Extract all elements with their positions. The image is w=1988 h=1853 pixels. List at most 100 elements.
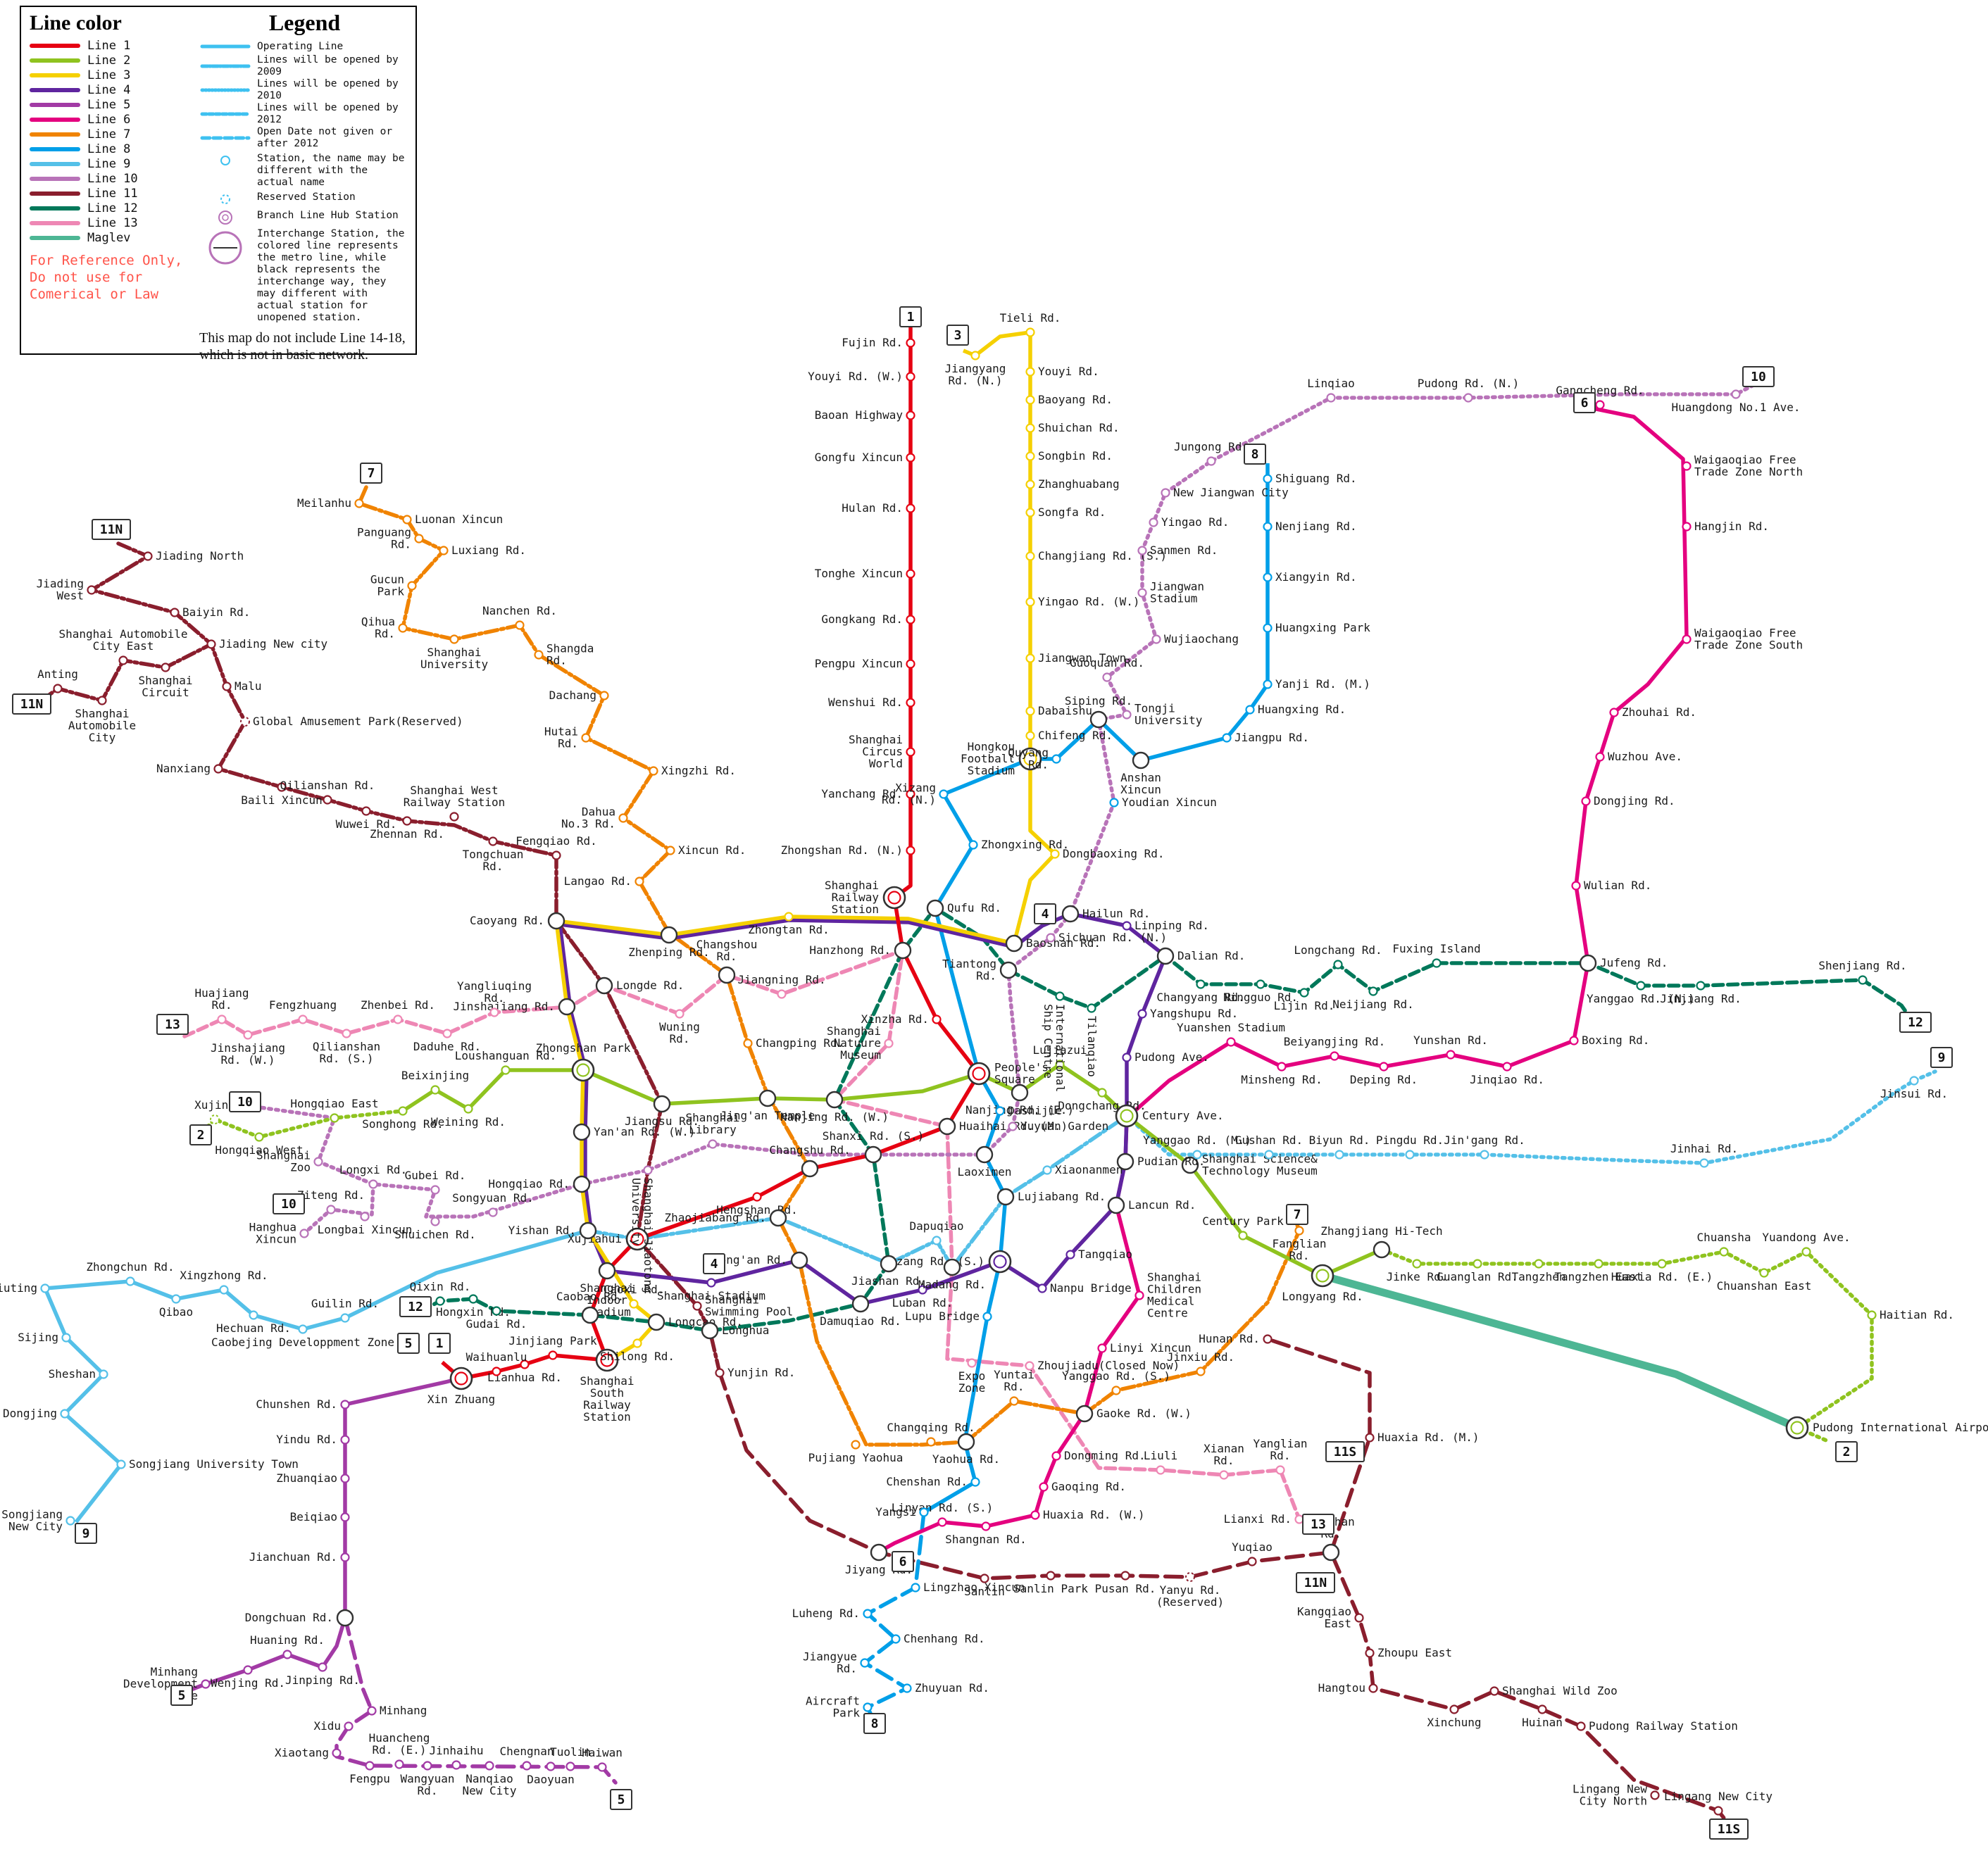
station[interactable]: Luonan Xincun (402, 513, 504, 526)
station[interactable]: Biyun Rd. (1309, 1133, 1370, 1160)
station[interactable]: Jungong Rd. (1174, 440, 1249, 466)
station[interactable]: Changqing Rd. (887, 1421, 975, 1447)
station[interactable]: Xiaotang (275, 1746, 342, 1759)
station[interactable]: Baiyin Rd. (170, 605, 251, 619)
station[interactable]: Jinhai Rd. (1670, 1142, 1738, 1168)
station[interactable]: Fuxing Island (1392, 942, 1481, 968)
station[interactable]: Jiashan Rd. (851, 1255, 926, 1288)
station[interactable]: Huinan (1522, 1704, 1563, 1730)
station[interactable]: Hongxin Rd. (436, 1294, 511, 1319)
station[interactable]: Changshu Rd. (769, 1143, 851, 1178)
station[interactable]: Nenjiang Rd. (1263, 520, 1357, 533)
station[interactable]: Gangcheng Rd. (1556, 384, 1644, 410)
station[interactable]: Jiangning Rd. (737, 973, 826, 999)
station[interactable]: Jianchuan Rd. (249, 1550, 350, 1564)
station[interactable]: Caobao Rd. (556, 1290, 624, 1324)
station[interactable]: Pudong International Airport (1785, 1416, 1988, 1440)
station[interactable]: Yanggao Rd. (S.) (1062, 1369, 1170, 1395)
station[interactable]: Xiangyin Rd. (1263, 570, 1357, 584)
station[interactable]: Hongqiao West (215, 1132, 304, 1157)
station[interactable]: Jiangpu Rd. (1222, 731, 1309, 744)
station[interactable]: Nanjing Rd. (W.) (780, 1091, 889, 1124)
station[interactable]: Wenshui Rd. (828, 696, 915, 709)
station[interactable]: Beiqiao (290, 1510, 350, 1524)
station[interactable]: Shanghai Wild Zoo (1489, 1684, 1618, 1697)
station[interactable]: Xinzha Rd. (861, 1012, 942, 1026)
station[interactable]: Century Park (1202, 1214, 1284, 1240)
station[interactable]: Yangsi (875, 1505, 929, 1519)
station[interactable]: Linqiao (1307, 377, 1355, 403)
station[interactable]: Fengqiao Rd. (515, 834, 597, 860)
station[interactable]: Chunshen Rd. (256, 1397, 350, 1411)
station[interactable]: Songhong Rd. (362, 1106, 444, 1131)
station[interactable]: Jing'an Temple (720, 1089, 815, 1122)
station[interactable]: Changyang Rd. (1156, 979, 1245, 1005)
station[interactable]: Linyan Rd. (S.) (892, 1501, 994, 1527)
station[interactable]: Global Amusement Park(Reserved) (240, 715, 463, 728)
station[interactable]: Lianxi Rd. (1224, 1512, 1304, 1526)
station[interactable]: Songfa Rd. (1025, 505, 1106, 519)
station[interactable]: Langao Rd. (564, 874, 644, 888)
station[interactable]: Longchang Rd. (1294, 943, 1382, 969)
station[interactable]: Zhuanqiao (276, 1471, 350, 1485)
station[interactable]: Daduhe Rd. (413, 1029, 481, 1054)
station[interactable]: Qilianshan Rd. (280, 779, 375, 805)
station[interactable]: Nanpu Bridge (1037, 1281, 1132, 1295)
station[interactable]: Gaoqing Rd. (1039, 1480, 1126, 1493)
station[interactable]: Zhanghuabang (1025, 477, 1120, 491)
station[interactable]: Luban Rd. (892, 1285, 954, 1310)
station[interactable]: Sijing (18, 1331, 71, 1344)
station[interactable]: Yuanshen Stadium (1177, 1021, 1285, 1047)
station[interactable]: InternationalShip Centre (1042, 991, 1067, 1093)
station[interactable]: Dalian Rd. (1156, 947, 1245, 965)
station[interactable]: Lujiazui (1032, 1043, 1087, 1069)
station[interactable]: Minsheng Rd. (1241, 1062, 1323, 1087)
station[interactable]: Baili Xincun (241, 782, 323, 808)
station[interactable]: Chuanshan East (1717, 1268, 1812, 1293)
station[interactable]: Chuansha (1696, 1231, 1751, 1257)
station[interactable]: Beixinjing (401, 1069, 469, 1095)
station[interactable]: Zhaojiabang Rd. (665, 1209, 787, 1227)
station[interactable]: Fujin Rd. (842, 336, 915, 349)
station[interactable]: Nanjing Rd. (E.) (965, 1083, 1074, 1117)
station[interactable]: Shilong Rd. (600, 1338, 675, 1364)
station[interactable]: Siping Rd. (1065, 694, 1132, 729)
station[interactable]: Yingao Rd. (1149, 515, 1230, 529)
station[interactable]: Longbai Xincun (318, 1212, 413, 1237)
station[interactable]: Shanxi Rd. (S.) (823, 1129, 925, 1164)
station[interactable]: Pudian Rd. (1116, 1152, 1205, 1171)
station[interactable]: Longxi Rd. (339, 1163, 407, 1189)
station[interactable]: Nanxiang (156, 762, 223, 775)
station[interactable]: Fengpu (349, 1761, 390, 1786)
station[interactable]: Yunshan Rd. (1413, 1034, 1488, 1060)
station[interactable]: Haiwan (582, 1746, 623, 1772)
station[interactable]: Dashijie (995, 1104, 1063, 1117)
station[interactable]: Songjiang University Town (116, 1457, 299, 1471)
station[interactable]: Shuichan Rd. (1025, 421, 1120, 434)
station[interactable]: Zhongshan Park (536, 1041, 631, 1082)
station[interactable]: Yanggao Rd. (M.) (1143, 1133, 1251, 1160)
station[interactable]: Jiangwan Town (1025, 651, 1127, 665)
station[interactable]: Youyi Rd. (W.) (808, 370, 915, 383)
station[interactable]: Sichuan Rd. (N.) (1046, 931, 1168, 944)
